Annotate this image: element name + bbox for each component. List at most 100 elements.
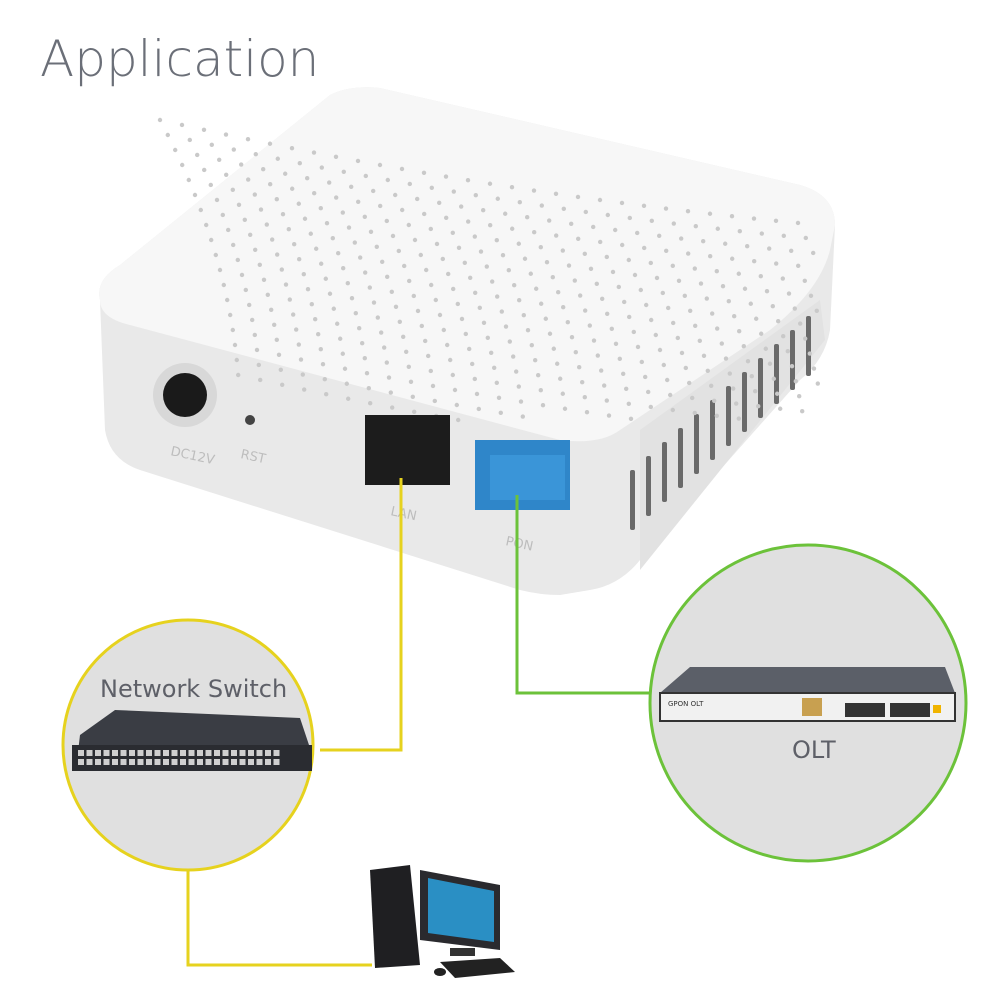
side-vent-slot — [694, 414, 699, 474]
vent-dot — [781, 334, 786, 339]
vent-dot — [465, 178, 471, 183]
switch-port — [171, 750, 178, 756]
vent-dot — [521, 313, 526, 318]
vent-dot — [246, 177, 251, 182]
vent-dot — [358, 255, 363, 260]
vent-dot — [544, 260, 550, 265]
vent-dot — [583, 209, 588, 215]
vent-dot — [770, 304, 775, 309]
vent-dot — [340, 351, 345, 356]
vent-dot — [261, 277, 267, 282]
vent-dot — [157, 117, 163, 123]
vent-dot — [621, 371, 626, 376]
switch-port — [248, 750, 254, 756]
vent-dot — [418, 252, 423, 258]
vent-dot — [250, 317, 255, 323]
vent-dot — [525, 328, 531, 333]
vent-dot — [258, 207, 264, 212]
vent-dot — [730, 256, 735, 261]
vent-dot — [506, 268, 511, 273]
vent-dot — [353, 311, 358, 316]
vent-dot — [561, 206, 566, 211]
vent-dot — [400, 207, 405, 213]
port-label-pon: PON — [504, 534, 534, 554]
vent-dot — [385, 177, 390, 183]
vent-dot — [252, 332, 257, 338]
vent-dot — [701, 353, 707, 358]
vent-dot — [613, 341, 619, 346]
vent-dot — [635, 230, 640, 236]
vent-dot — [484, 264, 489, 269]
vent-dot — [531, 188, 537, 193]
vent-dot — [269, 307, 274, 312]
vent-dot — [763, 346, 768, 351]
switch-port — [205, 750, 212, 756]
vent-dot — [500, 253, 506, 258]
vent-dot — [604, 254, 609, 260]
vent-dot — [494, 238, 499, 243]
vent-dot — [609, 326, 614, 331]
vent-dot — [399, 166, 405, 172]
vent-dot — [720, 284, 726, 289]
vent-dot — [474, 391, 480, 397]
vent-dot — [704, 296, 709, 301]
vent-dot — [300, 372, 305, 377]
vent-dot — [503, 211, 508, 216]
vent-dot — [270, 237, 275, 242]
vent-dot — [793, 379, 798, 384]
vent-dot — [714, 269, 719, 274]
vent-dot — [773, 218, 779, 223]
vent-dot — [543, 316, 548, 321]
vent-dot — [239, 162, 244, 167]
vent-dot — [751, 216, 757, 221]
vent-dot — [402, 263, 407, 269]
vent-dot — [430, 383, 436, 389]
olt-panel-text: GPON OLT — [668, 700, 704, 708]
switch-port — [171, 759, 178, 765]
vent-dot — [815, 381, 820, 386]
vent-dot — [516, 384, 521, 389]
switch-port — [222, 750, 229, 756]
vent-dot — [456, 245, 462, 250]
vent-dot — [715, 226, 720, 231]
vent-dot — [459, 316, 465, 322]
vent-dot — [318, 347, 323, 352]
vent-dot — [446, 271, 451, 277]
vent-dot — [278, 367, 283, 372]
side-vent-slot — [790, 330, 795, 390]
vent-dot — [201, 127, 207, 132]
vent-dot — [448, 357, 453, 363]
vent-dot — [767, 361, 773, 366]
vent-dot — [714, 413, 719, 418]
vent-dot — [322, 377, 327, 382]
vent-dot — [319, 261, 324, 266]
side-vent-slot — [710, 400, 715, 460]
vent-dot — [386, 375, 392, 380]
vent-dot — [428, 368, 433, 374]
vent-dot — [280, 382, 285, 387]
vent-dot — [481, 208, 486, 213]
vent-dot — [648, 404, 653, 410]
vent-dot — [195, 152, 200, 158]
vent-dot — [179, 122, 185, 128]
vent-dot — [305, 176, 310, 181]
vent-dot — [289, 146, 295, 151]
vent-dot — [389, 289, 394, 294]
vent-dot — [327, 180, 332, 185]
switch-port — [239, 750, 246, 756]
vent-dot — [580, 380, 585, 385]
vent-dot — [507, 339, 512, 344]
vent-dot — [330, 236, 335, 241]
vent-dot — [649, 218, 654, 223]
vent-dot — [280, 212, 286, 217]
vent-dot — [198, 207, 203, 213]
vent-dot — [473, 193, 478, 198]
vent-dot — [723, 356, 729, 361]
vent-dot — [742, 286, 748, 291]
switch-port — [214, 750, 220, 756]
vent-dot — [756, 404, 761, 409]
vent-dot — [632, 272, 638, 278]
vent-dot — [748, 301, 753, 306]
vent-dot — [510, 226, 515, 231]
